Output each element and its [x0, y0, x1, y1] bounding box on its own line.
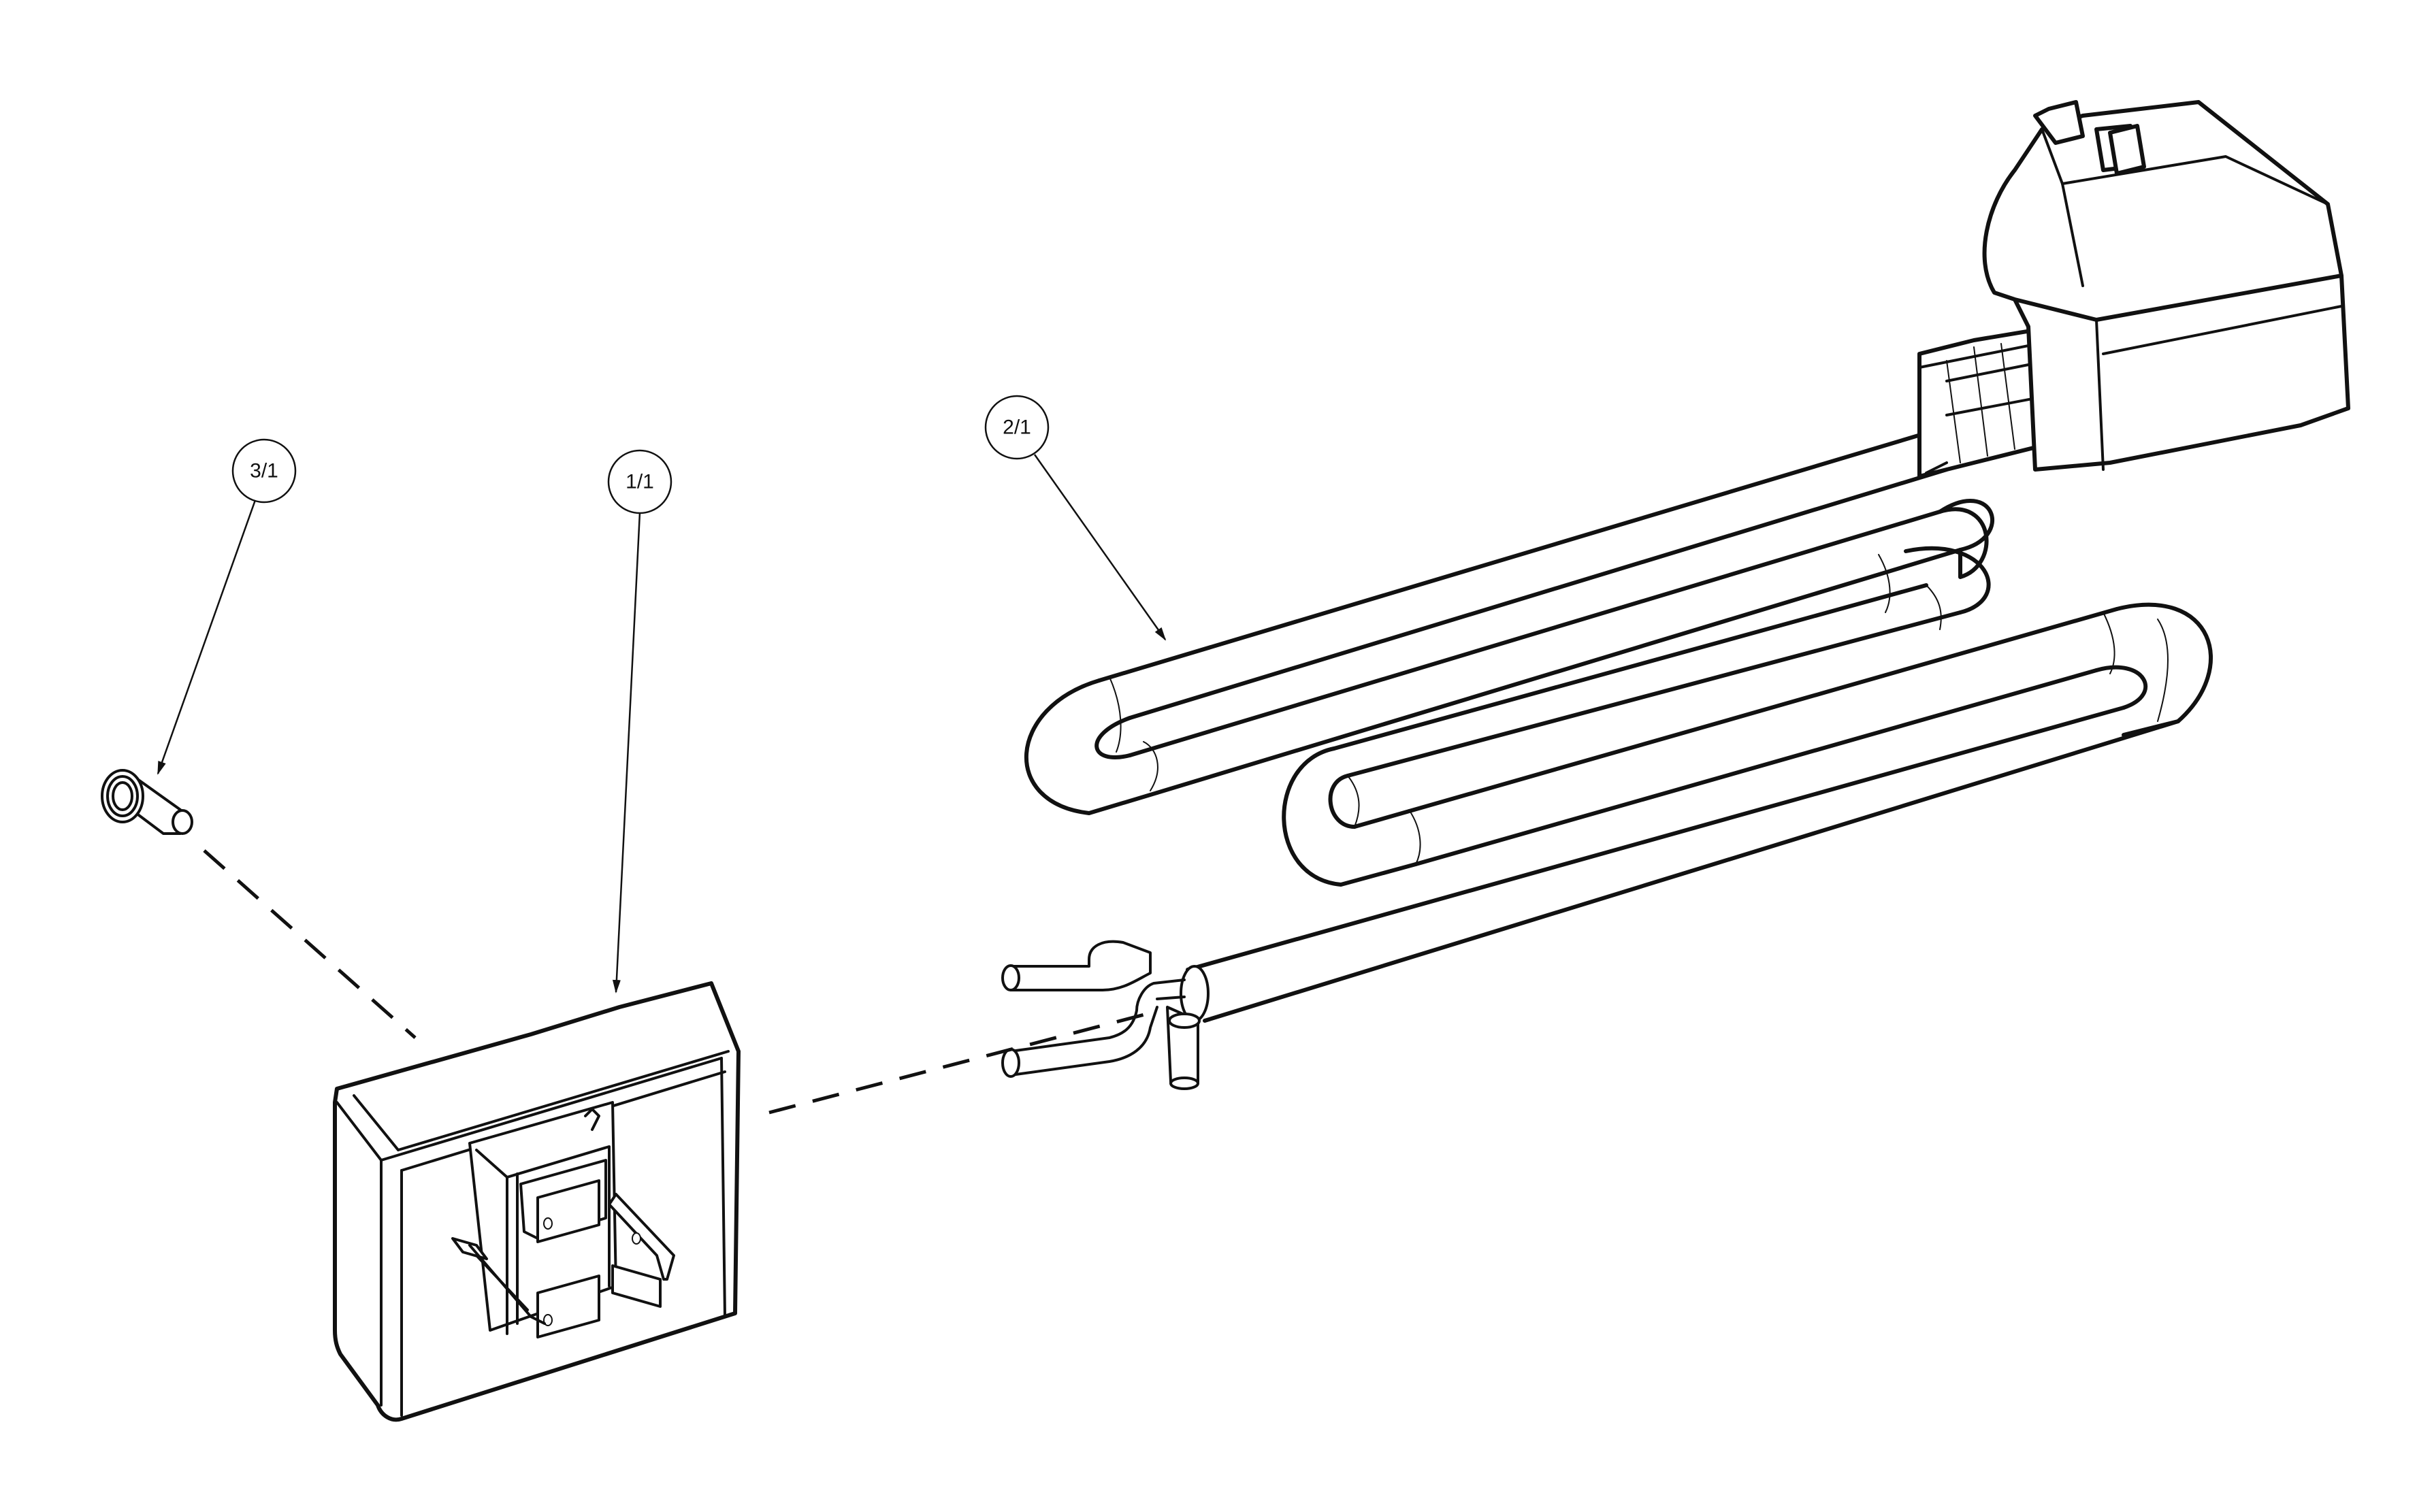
heater-terminals: [1001, 940, 1210, 1090]
callout-1-1: 1/1: [607, 449, 672, 993]
callout-label-3-1: 3/1: [250, 460, 278, 482]
heating-element: [1001, 100, 2350, 1090]
heater-tube: [1024, 428, 2213, 1023]
dash-line-box-to-heater: [768, 1012, 1148, 1115]
callout-label-1-1: 1/1: [626, 471, 654, 493]
screw: [101, 769, 193, 835]
callout-label-2-1: 2/1: [1003, 416, 1031, 439]
terminal-block: [451, 1101, 675, 1338]
assembly-lines: [203, 849, 1148, 1115]
junction-box: [333, 981, 741, 1422]
heater-plug: [1917, 100, 2350, 478]
callout-3-1: 3/1: [157, 438, 297, 775]
dash-line-screw-to-box: [203, 849, 417, 1039]
callout-2-1: 2/1: [984, 395, 1167, 641]
